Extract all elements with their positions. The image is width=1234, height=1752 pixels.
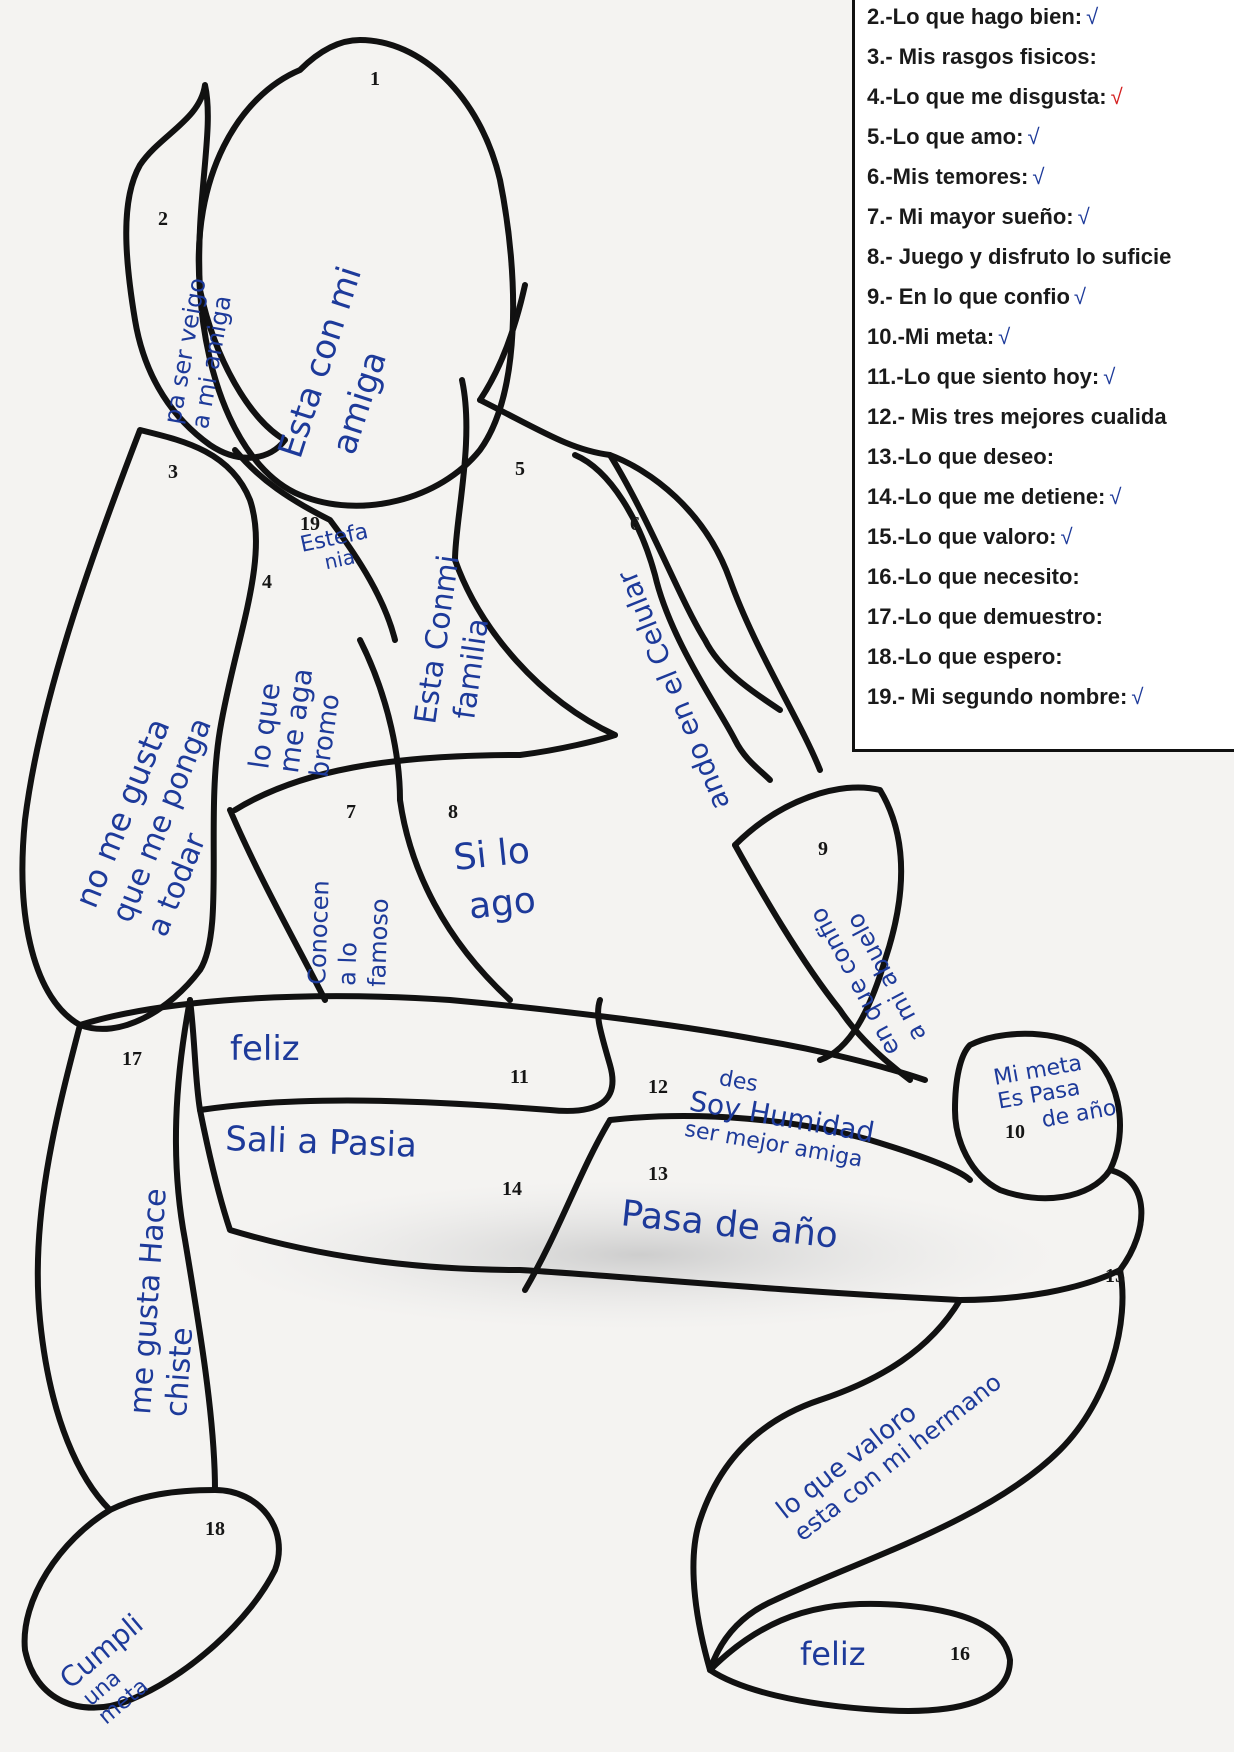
- region-number-15: 15: [1105, 1265, 1125, 1287]
- svg-text:ago: ago: [467, 880, 538, 928]
- svg-text:esta con mi hermano: esta con mi hermano: [789, 1368, 1007, 1547]
- legend-item: 11.-Lo que siento hoy:√: [867, 364, 1115, 390]
- legend-item: 15.-Lo que valoro:√: [867, 524, 1073, 550]
- region-number-5: 5: [515, 458, 525, 480]
- region-number-1: 1: [370, 68, 380, 90]
- check-mark-icon: √: [1032, 164, 1044, 189]
- region-number-8: 8: [448, 801, 458, 823]
- region-number-7: 7: [346, 801, 356, 823]
- legend-item: 16.-Lo que necesito:: [867, 564, 1084, 590]
- svg-text:nia: nia: [322, 544, 357, 574]
- region-number-14: 14: [502, 1178, 522, 1200]
- answer-3: no me gusta que me ponga a todar: [67, 697, 254, 941]
- svg-text:famoso: famoso: [363, 898, 394, 987]
- legend-item: 7.- Mi mayor sueño:√: [867, 204, 1090, 230]
- legend-item: 6.-Mis temores:√: [867, 164, 1044, 190]
- check-mark-icon: √: [998, 324, 1010, 349]
- check-mark-icon: √: [1086, 4, 1098, 29]
- legend-item: 18.-Lo que espero:: [867, 644, 1067, 670]
- region-number-12: 12: [648, 1076, 668, 1098]
- legend-item: 10.-Mi meta:√: [867, 324, 1010, 350]
- check-mark-icon: √: [1060, 524, 1072, 549]
- svg-text:Si lo: Si lo: [452, 830, 532, 879]
- region-number-17: 17: [122, 1048, 142, 1070]
- answer-7: Conocen a lo famoso: [303, 880, 395, 988]
- region-number-4: 4: [262, 571, 272, 593]
- answer-14: Sali a Pasia: [225, 1119, 418, 1166]
- region-number-13: 13: [648, 1163, 668, 1185]
- check-mark-icon: √: [1109, 484, 1121, 509]
- check-mark-icon: √: [1078, 204, 1090, 229]
- region-number-3: 3: [168, 461, 178, 483]
- check-mark-icon: √: [1027, 124, 1039, 149]
- answer-8: Si lo ago: [452, 830, 538, 929]
- legend-item: 5.-Lo que amo:√: [867, 124, 1040, 150]
- legend-item: 12.- Mis tres mejores cualida: [867, 404, 1171, 430]
- prompts-legend-box: 2.-Lo que hago bien:√ 3.- Mis rasgos fis…: [852, 0, 1234, 752]
- region-number-11: 11: [510, 1066, 529, 1088]
- legend-item: 3.- Mis rasgos fisicos:: [867, 44, 1101, 70]
- legend-item: 13.-Lo que deseo:: [867, 444, 1058, 470]
- region-number-6: 6: [630, 513, 640, 535]
- legend-item: 4.-Lo que me disgusta:√: [867, 84, 1123, 110]
- region-number-2: 2: [158, 208, 168, 230]
- answer-4: lo que me aga bromo: [242, 662, 349, 779]
- region-number-16: 16: [950, 1643, 970, 1665]
- check-mark-icon: √: [1131, 684, 1143, 709]
- svg-text:chiste: chiste: [159, 1326, 200, 1418]
- legend-item: 8.- Juego y disfruto lo suficie: [867, 244, 1175, 270]
- region-number-9: 9: [818, 838, 828, 860]
- svg-text:a lo: a lo: [333, 942, 363, 987]
- check-mark-icon: √: [1074, 284, 1086, 309]
- legend-item: 17.-Lo que demuestro:: [867, 604, 1107, 630]
- svg-text:ando en el Celular: ando en el Celular: [610, 565, 736, 814]
- check-mark-icon: √: [1111, 84, 1123, 109]
- answer-5: Esta Conmi familia: [408, 553, 504, 732]
- svg-text:Conocen: Conocen: [303, 880, 335, 985]
- legend-item: 9.- En lo que confio√: [867, 284, 1086, 310]
- answer-15: lo que valoro esta con mi hermano: [771, 1345, 1007, 1547]
- answer-6: ando en el Celular: [610, 565, 736, 814]
- svg-text:Sali a Pasia: Sali a Pasia: [225, 1119, 418, 1166]
- answer-16: feliz: [800, 1635, 866, 1673]
- legend-item: 2.-Lo que hago bien:√: [867, 4, 1098, 30]
- check-mark-icon: √: [1103, 364, 1115, 389]
- region-number-10: 10: [1005, 1121, 1025, 1143]
- legend-item: 19.- Mi segundo nombre:√: [867, 684, 1143, 710]
- legend-item: 14.-Lo que me detiene:√: [867, 484, 1121, 510]
- answer-18: Cumpli una meta: [53, 1607, 181, 1733]
- answer-1: Esta con mi amiga: [271, 262, 418, 479]
- answer-12: des Soy Humidad ser mejor amiga: [683, 1062, 881, 1174]
- answer-9: en que confio a mi abuelo: [804, 889, 932, 1060]
- region-number-18: 18: [205, 1518, 225, 1540]
- answer-11: feliz: [230, 1029, 300, 1069]
